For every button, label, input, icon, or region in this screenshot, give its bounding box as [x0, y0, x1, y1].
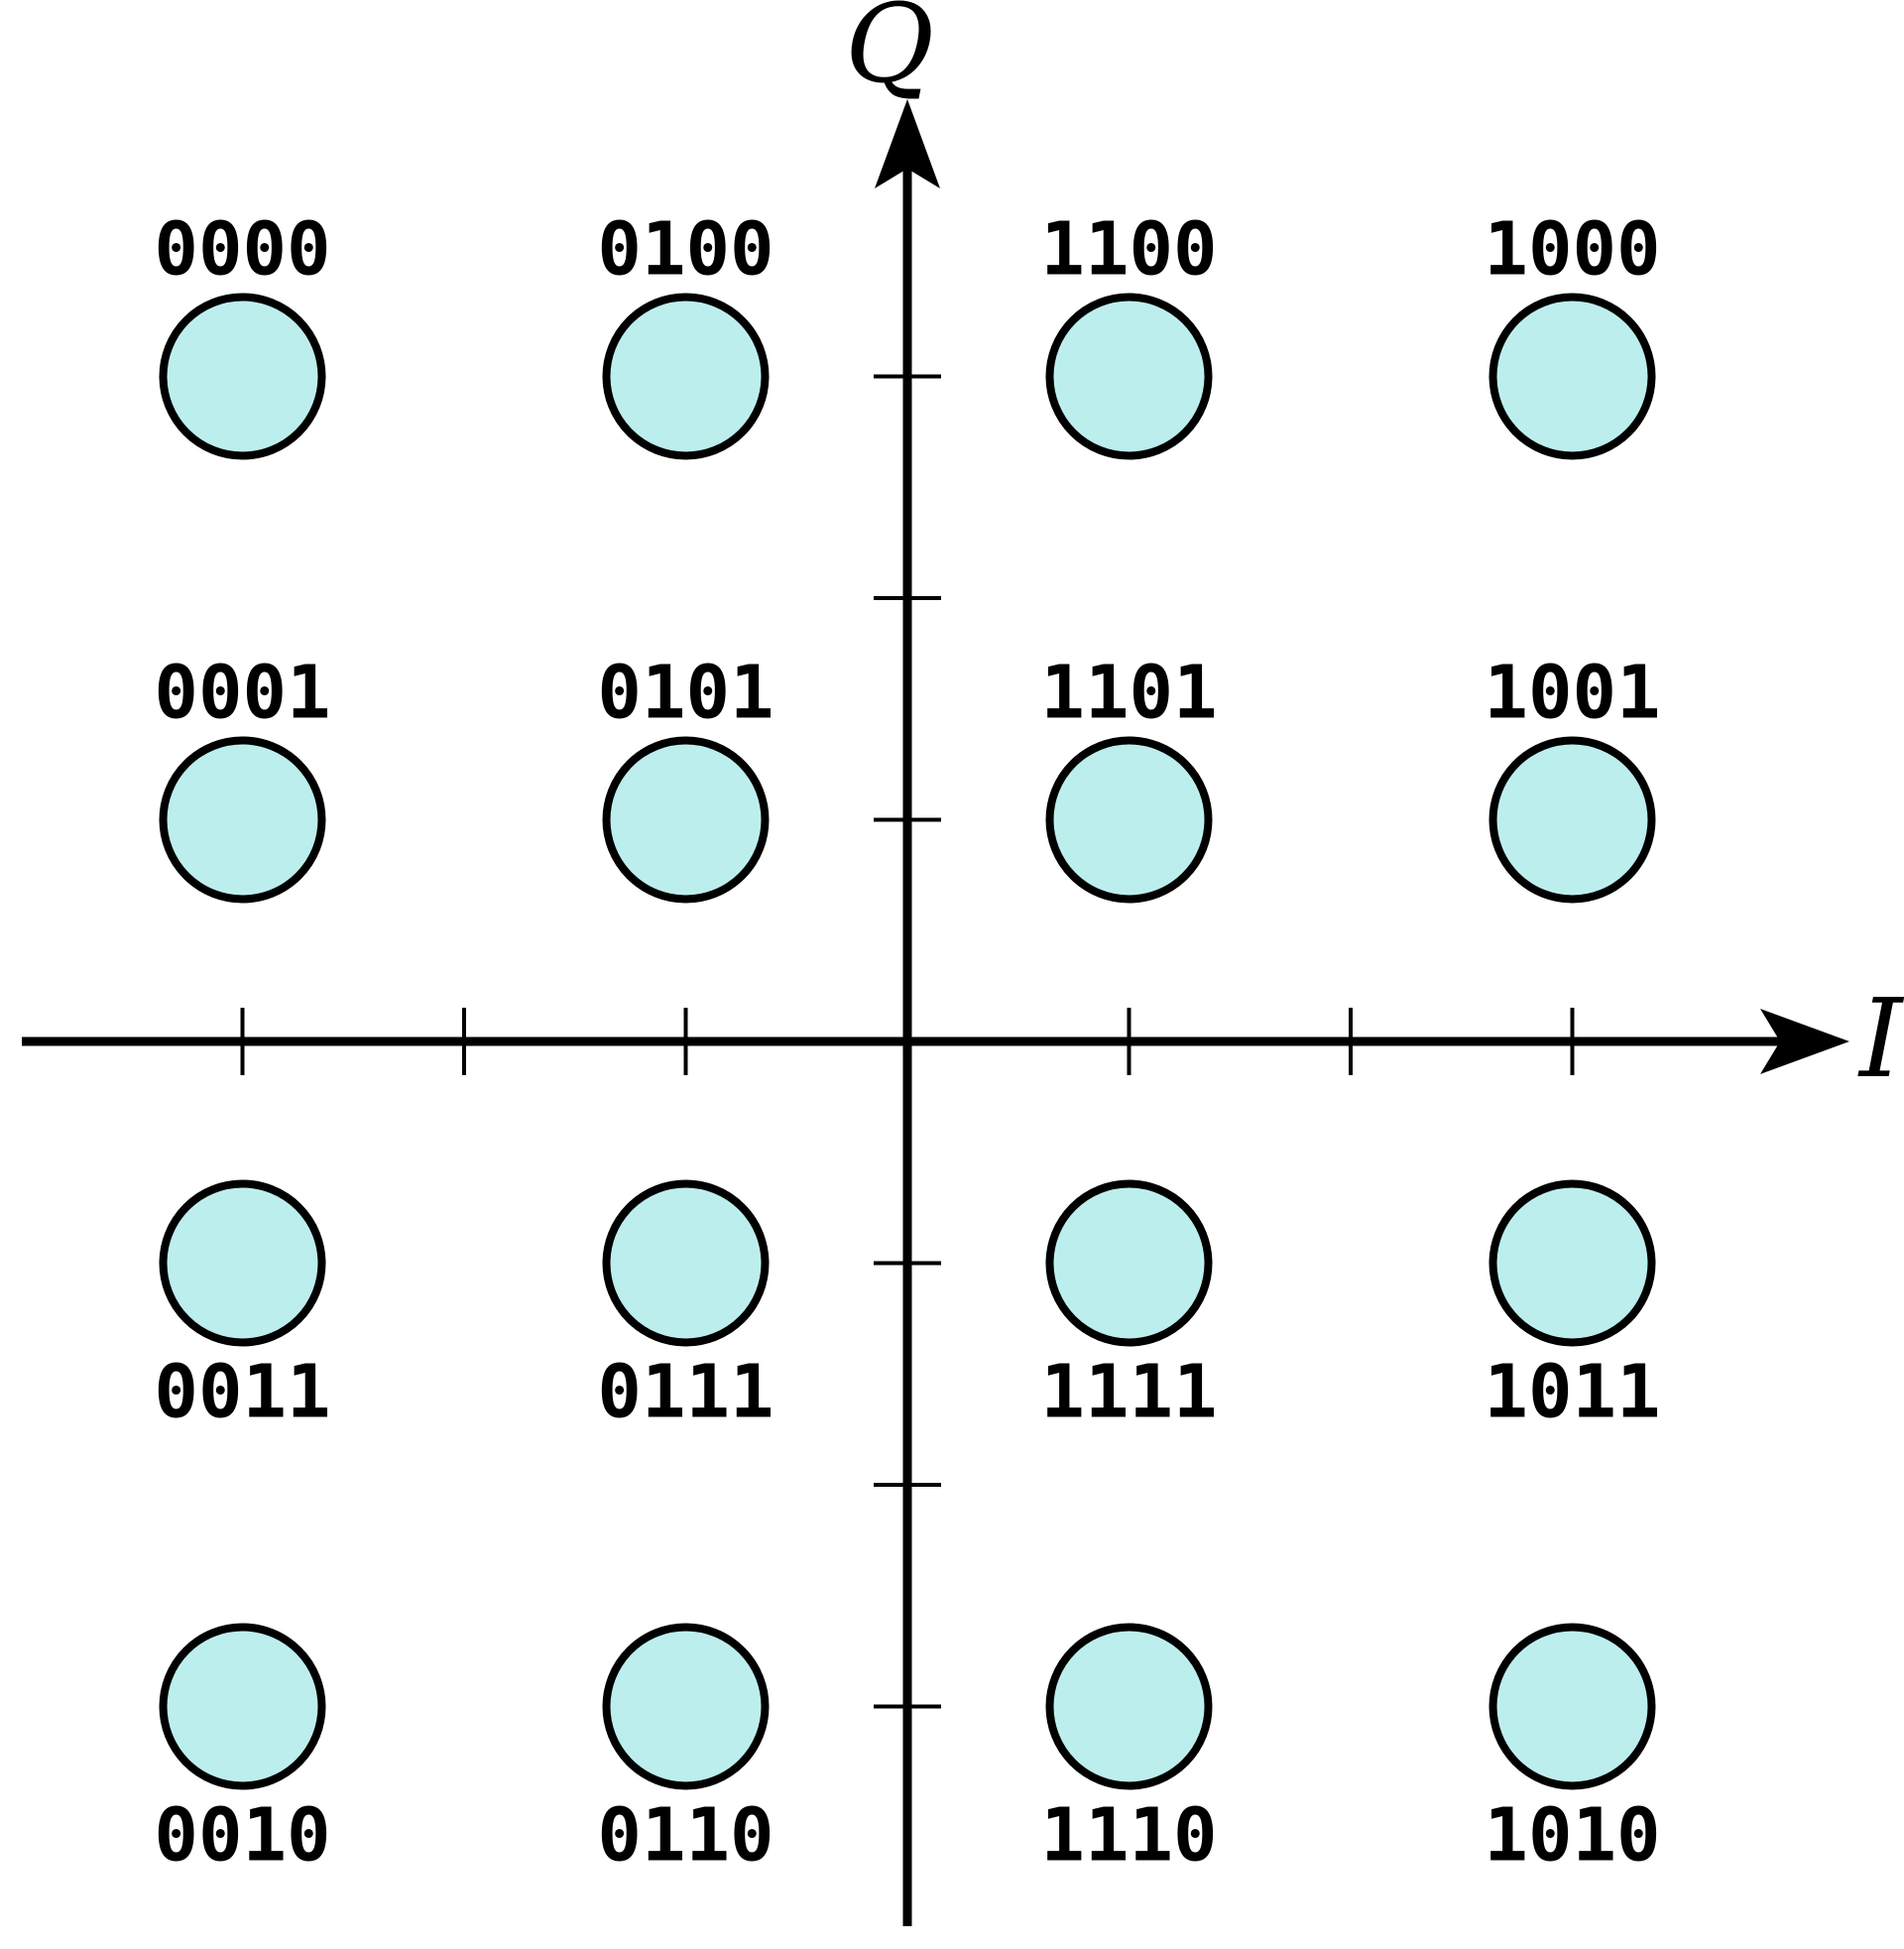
point-label: 0000 [154, 207, 330, 293]
constellation-point: 1010 [1484, 1623, 1661, 1879]
point-marker [1045, 1179, 1213, 1347]
point-label: 0110 [597, 1793, 774, 1879]
point-label: 1000 [1484, 207, 1660, 293]
constellation-point: 1101 [1040, 651, 1218, 904]
point-marker [1488, 1179, 1656, 1347]
constellation-point: 1110 [1040, 1623, 1218, 1879]
constellation-point: 0010 [154, 1623, 331, 1879]
point-marker [159, 293, 326, 460]
i-axis-label: I [1857, 975, 1904, 1102]
point-label: 0111 [597, 1350, 774, 1435]
point-marker [602, 1623, 770, 1790]
constellation-point: 1011 [1484, 1179, 1661, 1435]
i-axis-arrowhead [1760, 1009, 1849, 1074]
point-label: 1110 [1040, 1793, 1217, 1879]
constellation-point: 1100 [1040, 207, 1218, 460]
constellation-point: 0011 [154, 1179, 331, 1435]
constellation-point: 0001 [154, 651, 331, 904]
point-marker [159, 1179, 326, 1347]
point-label: 1001 [1484, 651, 1660, 736]
point-label: 1010 [1484, 1793, 1660, 1879]
constellation-point: 1001 [1484, 651, 1661, 904]
point-label: 0010 [154, 1793, 330, 1879]
point-label: 0011 [154, 1350, 330, 1435]
constellation-point: 0110 [597, 1623, 774, 1879]
axes-group: I Q [22, 0, 1904, 1926]
point-marker [602, 736, 770, 904]
constellation-point: 0100 [597, 207, 774, 460]
point-marker [1045, 293, 1213, 460]
point-marker [1045, 1623, 1213, 1790]
constellation-point: 0000 [154, 207, 331, 460]
point-label: 1101 [1040, 651, 1217, 736]
point-marker [159, 1623, 326, 1790]
point-marker [159, 736, 326, 904]
point-label: 1111 [1040, 1350, 1217, 1435]
point-marker [602, 1179, 770, 1347]
point-marker [1488, 1623, 1656, 1790]
q-axis-label: Q [845, 0, 934, 107]
constellation-point: 0111 [597, 1179, 774, 1435]
points-group: 0000 0100 1100 1000 0001 0101 1101 1001 0011 0111… [154, 207, 1660, 1879]
point-marker [1488, 736, 1656, 904]
point-label: 1011 [1484, 1350, 1660, 1435]
point-label: 0001 [154, 651, 330, 736]
point-label: 1100 [1040, 207, 1217, 293]
ticks-group [240, 374, 1575, 1709]
point-label: 0100 [597, 207, 774, 293]
constellation-point: 0101 [597, 651, 774, 904]
constellation-point: 1000 [1484, 207, 1661, 460]
point-marker [602, 293, 770, 460]
point-marker [1488, 293, 1656, 460]
q-axis-arrowhead [875, 99, 940, 188]
point-label: 0101 [597, 651, 774, 736]
point-marker [1045, 736, 1213, 904]
constellation-point: 1111 [1040, 1179, 1218, 1435]
